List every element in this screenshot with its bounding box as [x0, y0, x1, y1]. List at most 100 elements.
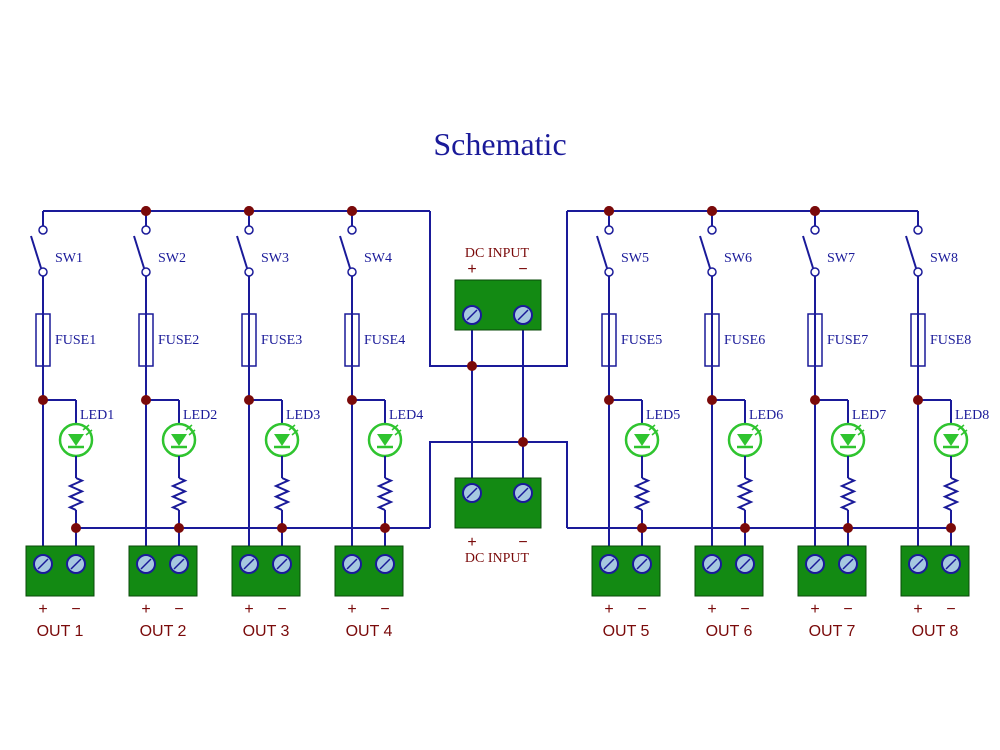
switch-contact [810, 267, 820, 277]
output-minus-screw [632, 554, 652, 574]
switch-label: SW1 [55, 251, 83, 266]
led-icon [624, 422, 660, 458]
output-label: OUT 1 [37, 623, 84, 640]
channel-5 [591, 211, 661, 597]
output-minus-screw [735, 554, 755, 574]
minus-sign: − [637, 601, 646, 618]
output-minus-screw [375, 554, 395, 574]
switch-contact [810, 225, 820, 235]
channel-7 [797, 211, 867, 597]
dc-plus-screw [462, 305, 482, 325]
dc-minus-screw [513, 483, 533, 503]
switch-contact [347, 225, 357, 235]
output-label: OUT 2 [140, 623, 187, 640]
switch-lever [339, 235, 351, 269]
dc-minus-screw [513, 305, 533, 325]
switch-contact [913, 267, 923, 277]
led-ray [391, 424, 399, 431]
minus-sign: − [740, 601, 749, 618]
screw-slot [706, 558, 718, 570]
fuse-label: FUSE4 [364, 333, 405, 348]
led-label: LED8 [955, 408, 989, 423]
resistor [376, 477, 394, 511]
plus-sign: + [141, 601, 150, 618]
screw-slot [809, 558, 821, 570]
screw-slot [636, 558, 648, 570]
led-label: LED5 [646, 408, 680, 423]
output-label: OUT 8 [912, 623, 959, 640]
led-ray [751, 424, 759, 431]
led-ray [82, 424, 90, 431]
led-diode [634, 434, 650, 446]
plus-sign: + [467, 534, 476, 551]
screw-slot [945, 558, 957, 570]
led-ray [754, 429, 762, 436]
fuse-label: FUSE3 [261, 333, 302, 348]
switch-contact [604, 267, 614, 277]
led-ray [394, 429, 402, 436]
junction-node [518, 437, 528, 447]
junction-node [467, 361, 477, 371]
led-icon [264, 422, 300, 458]
junction-node [380, 523, 390, 533]
led-ray [185, 424, 193, 431]
output-label: OUT 3 [243, 623, 290, 640]
screw-slot [603, 558, 615, 570]
junction-node [174, 523, 184, 533]
switch-contact [347, 267, 357, 277]
junction-node [810, 206, 820, 216]
fuse-label: FUSE1 [55, 333, 96, 348]
switch-contact [141, 267, 151, 277]
led-icon [58, 422, 94, 458]
switch-lever [905, 235, 917, 269]
output-minus-screw [941, 554, 961, 574]
switch-contact [141, 225, 151, 235]
resistor [273, 477, 291, 511]
output-plus-screw [702, 554, 722, 574]
channel-4 [334, 211, 404, 597]
output-label: OUT 4 [346, 623, 393, 640]
switch-lever [236, 235, 248, 269]
components [25, 211, 970, 597]
junction-node [347, 206, 357, 216]
output-plus-screw [805, 554, 825, 574]
switch-label: SW7 [827, 251, 855, 266]
switch-lever [802, 235, 814, 269]
output-minus-screw [272, 554, 292, 574]
positive-feed-wire [429, 211, 568, 367]
plus-sign: + [707, 601, 716, 618]
screw-slot [466, 487, 478, 499]
resistor [736, 477, 754, 511]
junction-nodes [38, 206, 956, 533]
junction-node [740, 523, 750, 533]
led-label: LED6 [749, 408, 783, 423]
junction-node [604, 395, 614, 405]
switch-contact [707, 267, 717, 277]
resistor [170, 477, 188, 511]
output-minus-screw [66, 554, 86, 574]
led-ray [85, 429, 93, 436]
minus-sign: − [946, 601, 955, 618]
output-plus-screw [908, 554, 928, 574]
screw-slot [243, 558, 255, 570]
switch-contact [38, 267, 48, 277]
junction-node [604, 206, 614, 216]
led-ray [854, 424, 862, 431]
channel-3 [231, 211, 301, 597]
led-diode [68, 434, 84, 446]
led-diode [943, 434, 959, 446]
switch-label: SW8 [930, 251, 958, 266]
resistor [633, 477, 651, 511]
plus-sign: + [38, 601, 47, 618]
plus-sign: + [810, 601, 819, 618]
switch-contact [707, 225, 717, 235]
screw-slot [37, 558, 49, 570]
junction-node [913, 395, 923, 405]
dc-plus-screw [462, 483, 482, 503]
fuse-label: FUSE5 [621, 333, 662, 348]
screw-slot [173, 558, 185, 570]
minus-sign: − [174, 601, 183, 618]
junction-node [38, 395, 48, 405]
output-minus-screw [838, 554, 858, 574]
